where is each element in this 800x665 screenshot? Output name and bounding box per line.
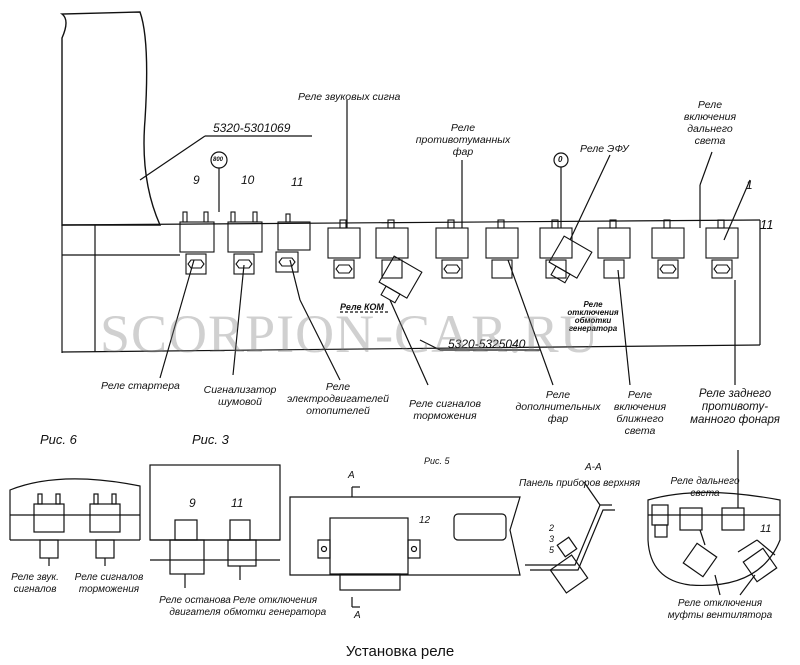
section-a-bottom: А <box>354 610 361 621</box>
num-1: 1 <box>746 178 753 192</box>
num-2: 2 <box>549 523 555 533</box>
circle-800-label: 800 <box>213 157 224 163</box>
label-rele-kom: Реле КОМ <box>340 302 384 312</box>
label-rele-dopoln: Реле дополнительных фар <box>515 389 601 425</box>
main-relays <box>179 211 739 304</box>
circle-0-label: 0 <box>558 155 563 164</box>
figure-ris6: Рис. 6 <box>40 432 77 447</box>
label-rele-dalnego: Реле включения дальнего света <box>683 99 737 147</box>
figure-ris5: Рис. 5 <box>424 456 450 466</box>
num-11: 11 <box>291 175 304 189</box>
label-rele-protivotum: Реле противотуманных фар <box>415 122 511 158</box>
label-rele-ostanova: Реле останова двигателя <box>159 595 231 618</box>
num-11-ris3: 11 <box>231 496 244 510</box>
num-10: 10 <box>241 173 255 187</box>
num-3: 3 <box>549 534 555 544</box>
num-9-ris3: 9 <box>189 496 196 510</box>
label-rele-zvukovyh: Реле звуковых сигна <box>298 91 401 103</box>
figure-aa: А-А <box>585 462 602 473</box>
label-rele-blizhnego: Реле включения ближнего света <box>613 389 667 437</box>
num-11-right: 11 <box>760 217 774 232</box>
num-11-right-view: 11 <box>760 523 772 535</box>
label-rele-zadnego: Реле заднего противоту- манного фонаря <box>690 388 780 426</box>
label-rele-signalov-torm: Реле сигналов торможения <box>408 398 482 422</box>
label-panel: Панель приборов верхняя <box>519 478 641 489</box>
code-mid: 5320-5325040 <box>448 337 526 351</box>
num-9: 9 <box>193 173 200 187</box>
code-top: 5320-5301069 <box>213 121 291 135</box>
label-rele-otkl-obm: Реле отключения обмотки генератора <box>567 300 619 333</box>
label-rele-otkl-gen: Реле отключения обмотки генератора <box>223 595 327 618</box>
num-5: 5 <box>549 545 555 555</box>
label-rele-efu: Реле ЭФУ <box>580 143 629 155</box>
label-rele-zvuk: Реле звук. сигналов <box>11 572 59 595</box>
figure-caption: Установка реле <box>345 643 455 660</box>
label-rele-signalov-torm-ris6: Реле сигналов торможения <box>74 572 144 595</box>
cab-outline <box>59 11 162 226</box>
label-rele-elektrodv: Реле электродвигателей отопителей <box>287 381 389 417</box>
watermark: SCORPION-CAR.RU <box>100 304 600 364</box>
label-rele-startera: Реле стартера <box>101 380 180 392</box>
num-12: 12 <box>419 515 431 526</box>
section-a-top: А <box>348 470 355 481</box>
figure-ris3: Рис. 3 <box>192 432 229 447</box>
label-rele-dalnego-right: Реле дальнего света <box>670 476 740 499</box>
label-signalizator: Сигнализатор шумовой <box>203 384 277 408</box>
label-rele-mufty: Реле отключения муфты вентилятора <box>667 598 773 621</box>
